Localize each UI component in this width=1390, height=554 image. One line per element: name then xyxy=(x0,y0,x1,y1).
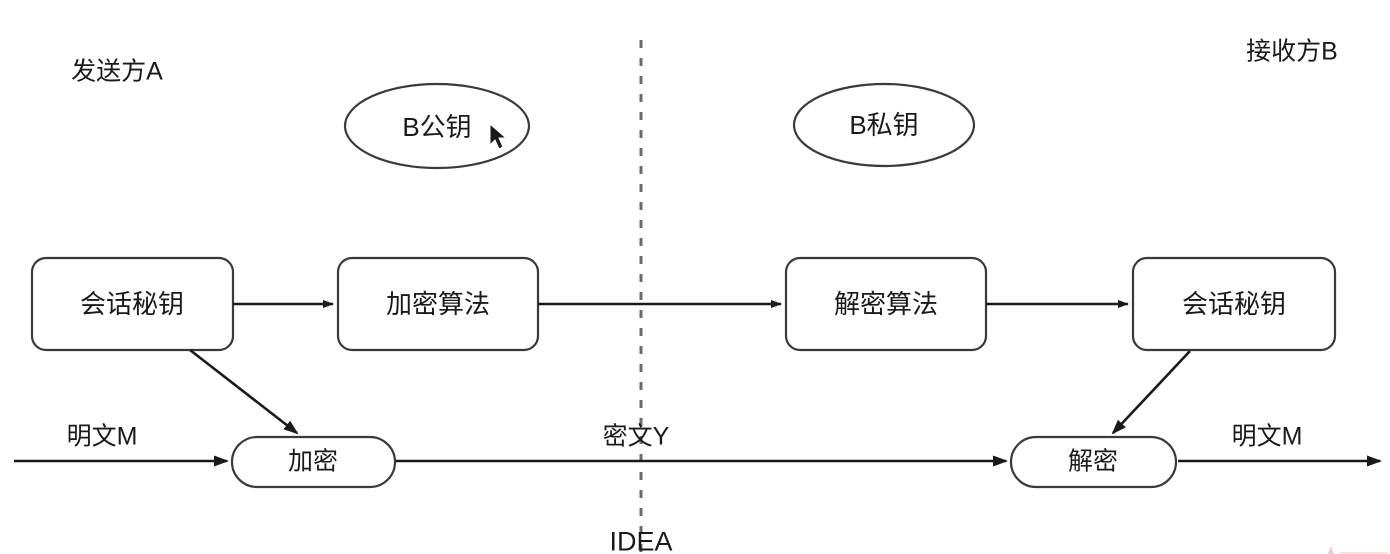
box-session-key-a[interactable] xyxy=(30,256,235,352)
pill-encrypt-op[interactable] xyxy=(230,435,397,489)
box-encrypt-algorithm[interactable] xyxy=(336,256,540,352)
ellipse-b-private-key[interactable] xyxy=(792,82,976,168)
pill-decrypt-op[interactable] xyxy=(1009,435,1178,489)
ellipse-b-public-key[interactable] xyxy=(343,82,531,170)
connector-session-key-to-decrypt-op xyxy=(1111,350,1191,435)
mouse-cursor-icon xyxy=(489,122,508,150)
connector-session-key-to-encrypt-op xyxy=(189,348,299,435)
box-session-key-b[interactable] xyxy=(1131,256,1337,352)
box-decrypt-algorithm[interactable] xyxy=(784,256,988,352)
